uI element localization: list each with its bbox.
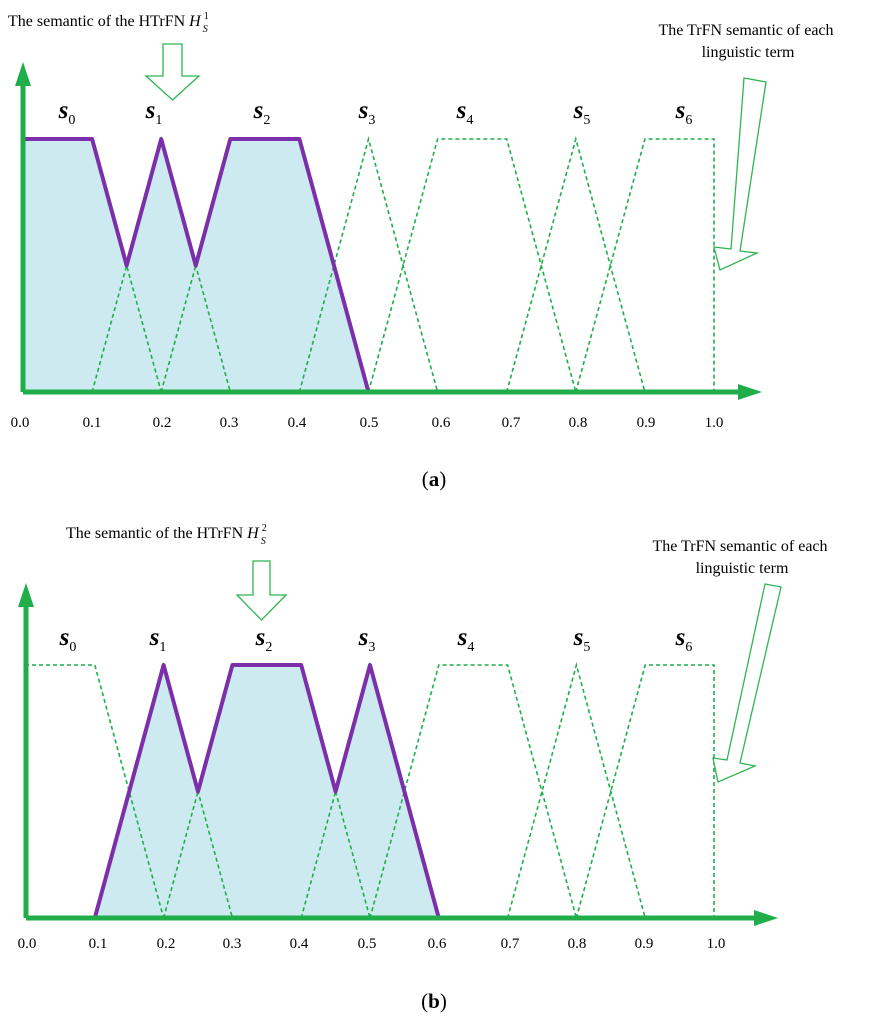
term-trfn-6 xyxy=(575,664,715,919)
x-tick-label: 0.3 xyxy=(220,415,239,431)
x-tick-label: 0.3 xyxy=(223,936,242,952)
x-tick-label: 0.9 xyxy=(637,415,656,431)
term-label: s4 xyxy=(456,97,474,128)
x-tick-label: 0.8 xyxy=(568,936,587,952)
caption-a: (a) xyxy=(422,467,447,491)
term-labels: s0 s1 s2 s3 s4 s5 s6 xyxy=(59,624,693,655)
x-tick-labels: 0.0 0.1 0.2 0.3 0.4 0.5 0.6 0.7 0.8 0.9 1.0 xyxy=(11,415,724,431)
x-tick-label: 0.0 xyxy=(11,415,30,431)
x-tick-label: 1.0 xyxy=(707,936,726,952)
down-arrow-icon xyxy=(144,43,201,101)
axes xyxy=(18,583,778,926)
term-label: s2 xyxy=(253,97,271,128)
term-label: s5 xyxy=(573,97,591,128)
x-tick-label: 0.7 xyxy=(502,415,521,431)
x-tick-label: 1.0 xyxy=(705,415,724,431)
x-tick-label: 0.8 xyxy=(569,415,588,431)
x-tick-label: 0.5 xyxy=(360,415,379,431)
term-labels: s0 s1 s2 s3 s4 s5 s6 xyxy=(58,97,693,128)
term-trfn-3 xyxy=(298,135,439,393)
x-tick-label: 0.4 xyxy=(290,936,309,952)
term-trfn-6 xyxy=(575,138,715,393)
x-tick-label: 0.6 xyxy=(428,936,447,952)
term-trfn-4 xyxy=(369,664,578,919)
x-tick-label: 0.2 xyxy=(157,936,176,952)
down-arrow-icon xyxy=(235,560,288,621)
panel-a: 0.0 0.1 0.2 0.3 0.4 0.5 0.6 0.7 0.8 0.9 1.0 s0 s1 s2… xyxy=(8,11,837,491)
term-trfn-4 xyxy=(367,138,577,393)
term-trfn-5 xyxy=(506,661,646,919)
x-tick-label: 0.9 xyxy=(635,936,654,952)
term-label: s0 xyxy=(58,97,76,128)
x-axis-arrow-icon xyxy=(754,910,778,926)
highlight-semantic-line xyxy=(92,663,441,919)
term-label: s6 xyxy=(675,624,693,655)
highlight-semantic-line xyxy=(23,137,371,393)
x-axis-arrow-icon xyxy=(738,384,762,400)
term-label: s5 xyxy=(573,624,591,655)
term-trfn-5 xyxy=(505,135,646,393)
term-label: s4 xyxy=(457,624,475,655)
y-axis-arrow-icon xyxy=(15,62,31,86)
term-label: s1 xyxy=(145,97,163,128)
x-tick-label: 0.6 xyxy=(432,415,451,431)
y-axis-arrow-icon xyxy=(18,583,34,607)
highlight-area xyxy=(94,665,439,918)
x-tick-label: 0.7 xyxy=(501,936,520,952)
axes xyxy=(15,62,762,400)
x-tick-label: 0.1 xyxy=(83,415,102,431)
panel-b: 0.0 0.1 0.2 0.3 0.4 0.5 0.6 0.7 0.8 0.9 1.0 s0 s1 s2… xyxy=(18,523,831,1013)
annotation-right-b: The TrFN semantic of each linguistic ter… xyxy=(652,538,831,577)
term-label: s3 xyxy=(358,97,376,128)
x-tick-label: 0.1 xyxy=(89,936,108,952)
term-label: s2 xyxy=(255,624,273,655)
diagonal-arrow-icon xyxy=(712,583,782,783)
term-label: s0 xyxy=(59,624,77,655)
highlight-polyline xyxy=(23,137,371,393)
x-tick-labels: 0.0 0.1 0.2 0.3 0.4 0.5 0.6 0.7 0.8 0.9 1.0 xyxy=(18,936,726,952)
term-label: s3 xyxy=(358,624,376,655)
term-label: s1 xyxy=(149,624,167,655)
caption-b: (b) xyxy=(421,989,447,1013)
diagonal-arrow-icon xyxy=(713,77,767,271)
term-label: s6 xyxy=(675,97,693,128)
highlight-polyline xyxy=(92,663,441,919)
highlight-fill xyxy=(94,665,439,918)
x-tick-label: 0.4 xyxy=(288,415,307,431)
x-tick-label: 0.2 xyxy=(153,415,172,431)
x-tick-label: 0.5 xyxy=(358,936,377,952)
x-tick-label: 0.0 xyxy=(18,936,37,952)
annotation-right-a: The TrFN semantic of each linguistic ter… xyxy=(658,22,837,61)
